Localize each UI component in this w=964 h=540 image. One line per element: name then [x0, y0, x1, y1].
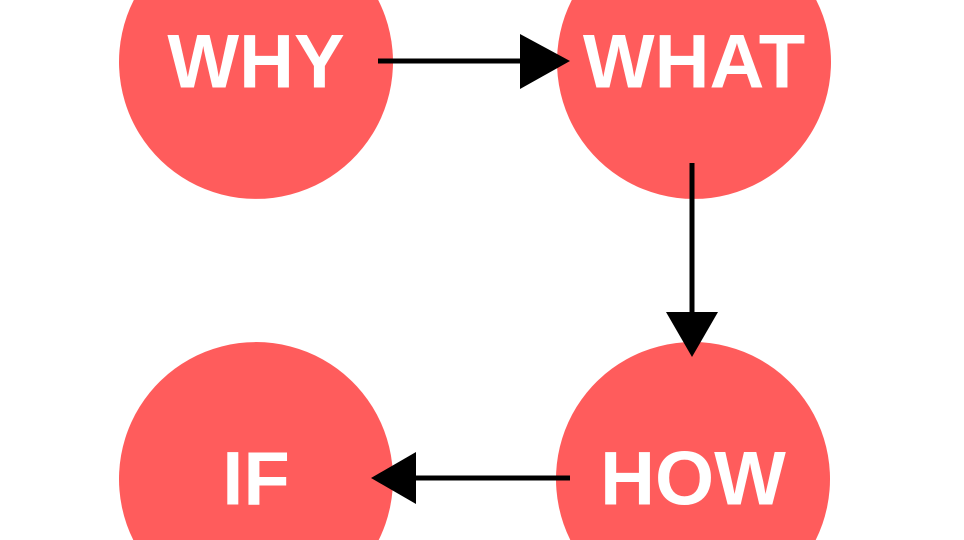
node-how: HOW — [556, 342, 830, 540]
node-circle — [556, 342, 830, 540]
arrow-how-to-if — [371, 452, 570, 504]
node-why: WHY — [119, 0, 393, 199]
node-label: HOW — [600, 437, 786, 522]
node-label: WHAT — [583, 20, 805, 105]
arrow-what-to-how — [666, 163, 718, 357]
arrow-why-to-what — [378, 34, 570, 89]
node-if: IF — [118, 342, 394, 540]
node-label: IF — [222, 437, 290, 522]
node-what: WHAT — [557, 0, 831, 199]
node-circle — [119, 0, 393, 199]
node-label: WHY — [167, 20, 344, 105]
node-circle — [557, 0, 831, 199]
node-circle — [118, 342, 394, 540]
